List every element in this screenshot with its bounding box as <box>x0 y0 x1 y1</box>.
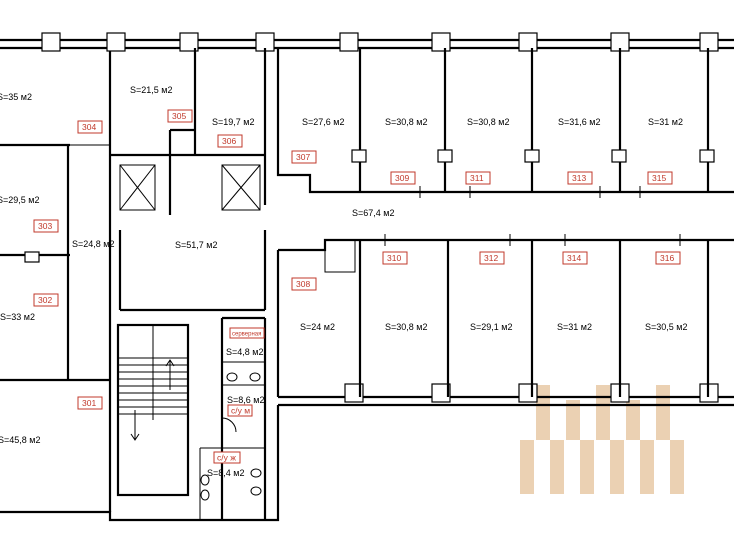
tag-server-room: серверная <box>229 327 265 339</box>
room-number-309: 309 <box>390 171 416 185</box>
area-label: S=30,8 м2 <box>385 322 427 332</box>
svg-text:303: 303 <box>38 221 52 231</box>
room-number-301: 301 <box>77 396 103 410</box>
room-number-305: 305 <box>167 109 193 123</box>
svg-text:с/у ж: с/у ж <box>217 453 236 463</box>
area-label: S=27,6 м2 <box>302 117 344 127</box>
area-label: S=33 м2 <box>0 312 35 322</box>
area-label: S=19,7 м2 <box>212 117 254 127</box>
svg-text:309: 309 <box>395 173 409 183</box>
room-number-313: 313 <box>567 171 593 185</box>
area-labels: S=35 м2 S=29,5 м2 S=33 м2 S=45,8 м2 S=24… <box>0 85 687 478</box>
left-wing-walls <box>0 143 110 382</box>
area-label: S=51,7 м2 <box>175 240 217 250</box>
area-label: S=31,6 м2 <box>558 117 600 127</box>
room-number-303: 303 <box>33 219 59 233</box>
staircase <box>116 323 190 497</box>
svg-text:305: 305 <box>172 111 186 121</box>
svg-text:316: 316 <box>660 253 674 263</box>
area-label: S=30,5 м2 <box>645 322 687 332</box>
area-label: S=29,1 м2 <box>470 322 512 332</box>
room-number-304: 304 <box>77 120 103 134</box>
area-label: S=67,4 м2 <box>352 208 394 218</box>
svg-text:серверная: серверная <box>232 332 261 338</box>
room-number-308: 308 <box>291 277 317 291</box>
area-label: S=8,4 м2 <box>207 468 244 478</box>
room-number-306: 306 <box>217 134 243 148</box>
svg-text:с/у м: с/у м <box>231 406 250 416</box>
room-numbers: 301 302 303 304 305 306 307 308 309 310 … <box>33 109 681 410</box>
area-label: S=30,8 м2 <box>385 117 427 127</box>
wet-rooms-walls <box>199 316 267 520</box>
room-number-307: 307 <box>291 150 317 164</box>
svg-text:308: 308 <box>296 279 310 289</box>
area-label: S=45,8 м2 <box>0 435 40 445</box>
svg-text:314: 314 <box>567 253 581 263</box>
tag-wc-women: с/у ж <box>213 451 241 464</box>
right-wing-walls <box>276 48 734 397</box>
watermark-logo <box>520 385 684 494</box>
svg-text:311: 311 <box>470 173 484 183</box>
room-number-311: 311 <box>465 171 491 185</box>
svg-text:304: 304 <box>82 122 96 132</box>
room-number-302: 302 <box>33 293 59 307</box>
area-label: S=29,5 м2 <box>0 195 39 205</box>
area-label: S=31 м2 <box>648 117 683 127</box>
area-label: S=24 м2 <box>300 322 335 332</box>
tag-wc-men: с/у м <box>227 404 253 417</box>
room-number-312: 312 <box>479 251 505 265</box>
central-core-walls <box>110 48 267 312</box>
svg-text:301: 301 <box>82 398 96 408</box>
room-number-314: 314 <box>562 251 588 265</box>
room-number-310: 310 <box>382 251 408 265</box>
svg-text:313: 313 <box>572 173 586 183</box>
svg-text:310: 310 <box>387 253 401 263</box>
svg-text:302: 302 <box>38 295 52 305</box>
area-label: S=30,8 м2 <box>467 117 509 127</box>
svg-text:306: 306 <box>222 136 236 146</box>
room-number-315: 315 <box>647 171 673 185</box>
area-label: S=24,8 м2 <box>72 239 114 249</box>
svg-text:312: 312 <box>484 253 498 263</box>
svg-text:307: 307 <box>296 152 310 162</box>
area-label: S=35 м2 <box>0 92 32 102</box>
room-number-316: 316 <box>655 251 681 265</box>
area-label: S=21,5 м2 <box>130 85 172 95</box>
area-label: S=8,6 м2 <box>227 395 264 405</box>
area-label: S=4,8 м2 <box>226 347 263 357</box>
svg-text:315: 315 <box>652 173 666 183</box>
service-tags: серверная с/у м с/у ж <box>213 327 265 464</box>
area-label: S=31 м2 <box>557 322 592 332</box>
